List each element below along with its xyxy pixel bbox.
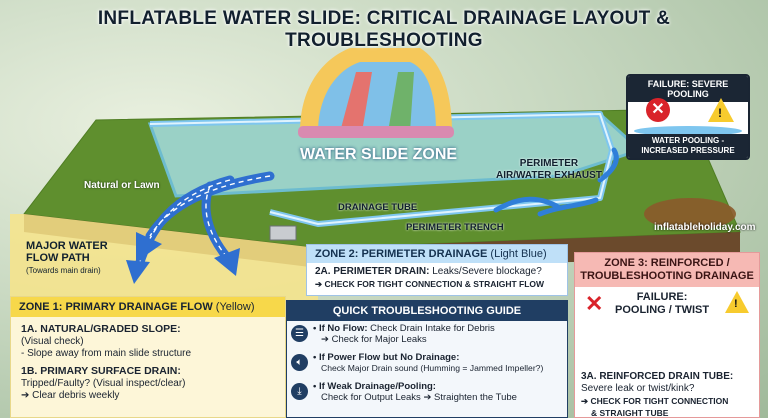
guide-row-rest: Check Drain Intake for Debris: [367, 323, 495, 334]
inflatable-slide-icon: [298, 48, 454, 138]
guide-row-title: • If Weak Drainage/Pooling:: [313, 381, 436, 392]
zone1-item2-line1: Tripped/Faulty? (Visual inspect/clear): [21, 378, 186, 389]
zone1-header: ZONE 1: PRIMARY DRAINAGE FLOW (Yellow): [11, 297, 285, 317]
zone2-line2: ➔ CHECK FOR TIGHT CONNECTION & STRAIGHT …: [315, 279, 545, 289]
pooling-water-graphic: [634, 126, 742, 136]
x-icon: ✕: [646, 98, 670, 122]
leaf-pile: [644, 198, 736, 230]
zone1-item1-title: 1A. NATURAL/GRADED SLOPE:: [21, 323, 181, 335]
zone3-item-line2: ➔ CHECK FOR TIGHT CONNECTION: [581, 396, 729, 406]
warning-mark: !: [734, 298, 738, 310]
speaker-icon: 🔈︎: [291, 354, 308, 371]
warning-mark: !: [718, 106, 722, 120]
zone3-item-line1: Severe leak or twist/kink?: [581, 383, 695, 394]
zone1-header-light: (Yellow): [215, 301, 255, 313]
zone3-failure-label: FAILURE: POOLING / TWIST: [615, 291, 709, 317]
zone3-failure-line2: POOLING / TWIST: [615, 304, 710, 316]
failure-caption-line1: WATER POOLING -: [651, 136, 725, 145]
zone1-panel: ZONE 1: PRIMARY DRAINAGE FLOW (Yellow) 1…: [10, 296, 286, 418]
exhaust-arrows: [493, 147, 619, 217]
flow-arrowhead-2: [126, 260, 150, 284]
perimeter-trench-label: PERIMETER TRENCH: [406, 222, 504, 233]
zone3-failure-line1: FAILURE:: [636, 291, 688, 303]
failure-box-caption: WATER POOLING - INCREASED PRESSURE: [628, 134, 748, 158]
water-slide-zone-label: WATER SLIDE ZONE: [300, 146, 458, 163]
zone2-body: 2A. PERIMETER DRAIN: Leaks/Severe blocka…: [307, 263, 567, 293]
watermark: inflatableholiday.com: [654, 222, 756, 233]
guide-header: QUICK TROUBLESHOOTING GUIDE: [287, 301, 567, 321]
zone2-line1-bold: 2A. PERIMETER DRAIN:: [315, 266, 430, 277]
zone2-header-light: (Light Blue): [490, 248, 547, 260]
zone1-body: 1A. NATURAL/GRADED SLOPE: (Visual check)…: [11, 317, 285, 408]
major-flow-label: MAJOR WATER FLOW PATH: [26, 240, 108, 264]
zone1-item1-line2: - Slope away from main slide structure: [21, 348, 192, 359]
natural-lawn-label: Natural or Lawn: [84, 180, 160, 191]
zone3-item-line3: & STRAIGHT TUBE: [591, 408, 669, 418]
page-title: INFLATABLE WATER SLIDE: CRITICAL DRAINAG…: [97, 8, 671, 51]
perimeter-exhaust-label: PERIMETER AIR/WATER EXHAUST: [496, 158, 602, 181]
zone3-body: 3A. REINFORCED DRAIN TUBE: Severe leak o…: [581, 371, 733, 418]
zone1-item1-line1: (Visual check): [21, 336, 84, 347]
zone3-header-line1: ZONE 3: REINFORCED /: [604, 257, 730, 269]
guide-row-sub: Check for Output Leaks ➔ Straighten the …: [321, 392, 517, 403]
drainage-tube-label: DRAINAGE TUBE: [338, 202, 418, 213]
zone1-item2-line2: ➔ Clear debris weekly: [21, 390, 120, 401]
primary-surface-drain: [269, 225, 297, 241]
guide-row-title: • If Power Flow but No Drainage:: [313, 352, 460, 363]
guide-row: ☰ • If No Flow: Check Drain Intake for D…: [287, 321, 567, 350]
zone1-header-bold: ZONE 1: PRIMARY DRAINAGE FLOW: [19, 301, 213, 313]
warning-icon: [708, 98, 734, 122]
failure-box-header: FAILURE: SEVERE POOLING: [628, 76, 748, 102]
down-arrow-icon: ⤓: [291, 383, 308, 400]
major-flow-sublabel: (Towards main drain): [26, 266, 101, 275]
x-icon: ✕: [585, 291, 604, 316]
zone2-panel: ZONE 2: PERIMETER DRAINAGE (Light Blue) …: [306, 244, 568, 296]
list-icon: ☰: [291, 325, 308, 342]
guide-row: ⤓ • If Weak Drainage/Pooling: Check for …: [287, 379, 567, 408]
guide-row-sub: Check Major Drain sound (Humming = Jamme…: [321, 363, 544, 373]
flow-arrowhead-3: [214, 248, 240, 276]
zone3-header: ZONE 3: REINFORCED / TROUBLESHOOTING DRA…: [575, 253, 759, 287]
warning-icon: [725, 291, 749, 313]
failure-caption-line2: INCREASED PRESSURE: [641, 146, 735, 155]
major-flow-dashes: [139, 175, 271, 263]
zone1-item2-title: 1B. PRIMARY SURFACE DRAIN:: [21, 365, 181, 377]
zone3-item-title: 3A. REINFORCED DRAIN TUBE:: [581, 371, 734, 382]
zone2-line1-rest: Leaks/Severe blockage?: [432, 266, 542, 277]
guide-row: 🔈︎ • If Power Flow but No Drainage: Chec…: [287, 350, 567, 379]
zone2-header: ZONE 2: PERIMETER DRAINAGE (Light Blue): [307, 245, 567, 263]
zone1-flow-area: [10, 214, 318, 300]
zone3-panel: ZONE 3: REINFORCED / TROUBLESHOOTING DRA…: [574, 252, 760, 418]
zone2-header-bold: ZONE 2: PERIMETER DRAINAGE: [315, 248, 488, 260]
guide-row-title: • If No Flow:: [313, 323, 368, 334]
troubleshooting-guide: QUICK TROUBLESHOOTING GUIDE ☰ • If No Fl…: [286, 300, 568, 418]
zone3-header-line2: TROUBLESHOOTING DRAINAGE: [580, 270, 754, 282]
guide-row-sub: ➔ Check for Major Leaks: [321, 334, 427, 345]
flow-arrowhead-1: [136, 232, 162, 262]
failure-severe-pooling-box: FAILURE: SEVERE POOLING ✕ ! WATER POOLIN…: [626, 74, 750, 160]
